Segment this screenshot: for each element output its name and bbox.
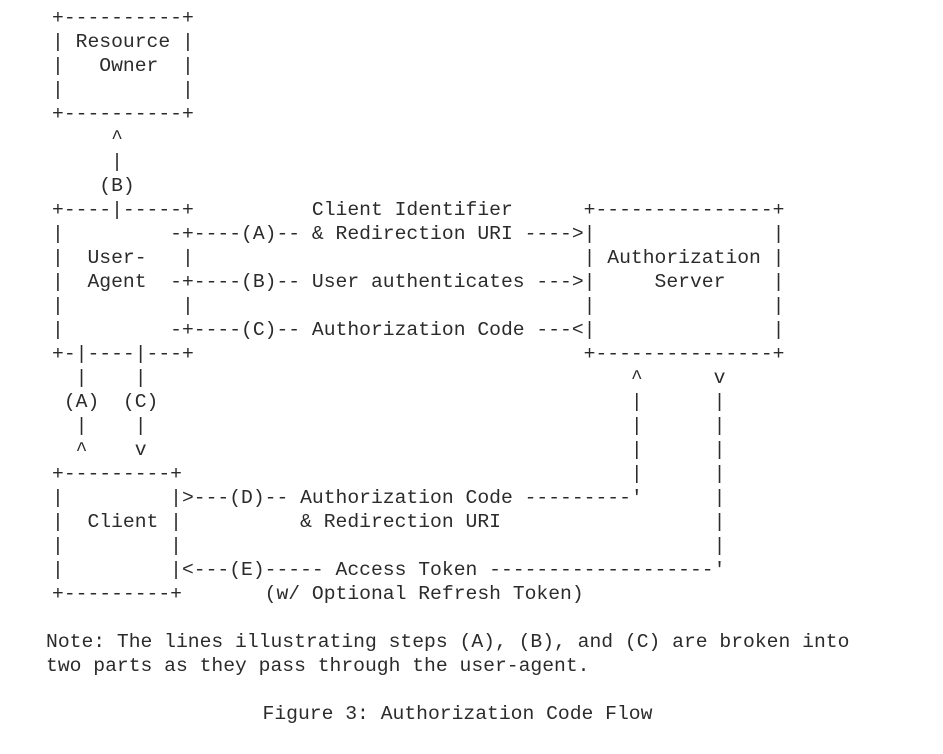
client-label-line: | Client | & Redirection URI | [52, 511, 726, 533]
step-e-flow-line: | |<---(E)----- Access Token -----------… [52, 559, 726, 581]
step-b-arrow-shaft: | [52, 151, 123, 173]
step-a-flow-line: | -+----(A)-- & Redirection URI ---->| | [52, 223, 785, 245]
resource-owner-label-line-2: | Owner | [52, 55, 194, 77]
user-agent-label-line: | User- | | Authorization | [52, 247, 785, 269]
connector-arrows-line: ^ v | | [52, 439, 726, 461]
user-agent-box-top: +----|-----+ Client Identifier +--------… [52, 199, 785, 221]
connector-labels-line: (A) (C) | | [52, 391, 726, 413]
note-line-2: two parts as they pass through the user-… [46, 655, 590, 677]
resource-owner-box-side: | | [52, 79, 194, 101]
user-agent-box-bottom: +-|----|---+ +---------------+ [52, 343, 785, 365]
step-b-arrow-head: ^ [52, 127, 123, 149]
boxes-side-line: | | | | [52, 295, 785, 317]
connector-line-1: | | ^ v [52, 367, 726, 389]
step-d-flow-line: | |>---(D)-- Authorization Code --------… [52, 487, 726, 509]
step-b-label: (B) [52, 175, 135, 197]
step-b-flow-line: | Agent -+----(B)-- User authenticates -… [52, 271, 785, 293]
figure-caption: Figure 3: Authorization Code Flow [262, 703, 653, 725]
resource-owner-box-bottom: +----------+ [52, 103, 194, 125]
ascii-flow-diagram: +----------+| Resource || Owner || |+---… [52, 6, 785, 606]
diagram-note: Note: The lines illustrating steps (A), … [46, 630, 849, 678]
resource-owner-label-line: | Resource | [52, 31, 194, 53]
client-box-side: | | | [52, 535, 726, 557]
connector-line-2: | | | | [52, 415, 726, 437]
resource-owner-box-top: +----------+ [52, 7, 194, 29]
client-box-top: +---------+ | | [52, 463, 726, 485]
step-c-flow-line: | -+----(C)-- Authorization Code ---<| | [52, 319, 785, 341]
client-box-bottom: +---------+ (w/ Optional Refresh Token) [52, 583, 584, 605]
note-line-1: Note: The lines illustrating steps (A), … [46, 631, 850, 653]
